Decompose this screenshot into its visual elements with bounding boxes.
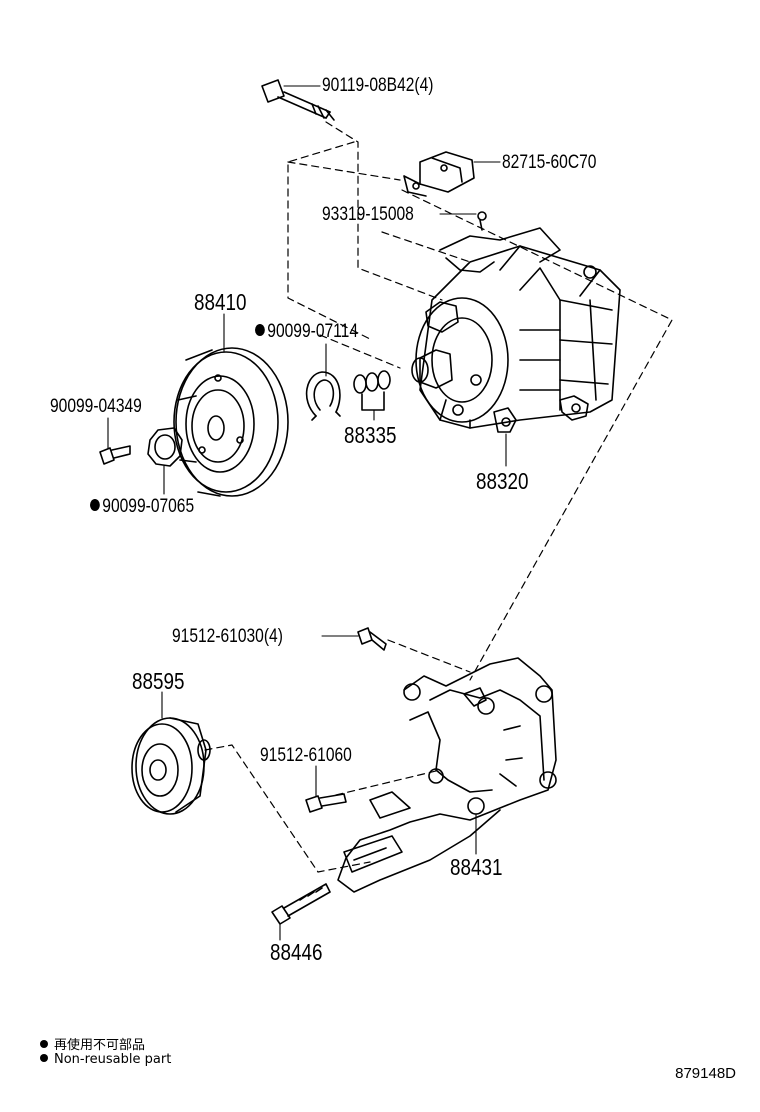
screw-small-drawing <box>477 211 487 231</box>
alignment-lines <box>204 121 673 873</box>
leader-lines <box>107 85 507 941</box>
legend-english-text: Non-reusable part <box>54 1052 172 1067</box>
bracket-main-drawing <box>337 657 557 893</box>
washer-clutch-drawing <box>147 427 183 467</box>
bracket-top-drawing <box>403 151 475 197</box>
bolt-clutch-drawing <box>99 445 131 465</box>
part-label-snap-ring-text: 90099-07114 <box>267 321 358 342</box>
non-reusable-marker <box>255 324 265 336</box>
part-label-bolt-top: 90119-08B42(4) <box>322 75 434 96</box>
part-label-bolt-adjust: 88446 <box>270 939 323 965</box>
diagram-code: 879148D <box>675 1065 736 1082</box>
snap-ring-drawing <box>305 371 341 421</box>
legend-dot-icon <box>40 1040 48 1048</box>
part-label-screw-small: 93319-15008 <box>322 204 414 225</box>
compressor-drawing <box>411 227 621 433</box>
legend-english: Non-reusable part <box>40 1052 171 1067</box>
part-label-compressor: 88320 <box>476 468 529 494</box>
shims-drawing <box>353 370 391 411</box>
part-label-snap-ring: 90099-07114 <box>255 322 358 341</box>
pulley-drawing <box>173 347 289 497</box>
part-label-shims: 88335 <box>344 422 397 448</box>
part-label-pulley: 88410 <box>194 289 247 315</box>
bolt-adjust-drawing <box>271 883 331 925</box>
legend-japanese: 再使用不可部品 <box>40 1034 145 1053</box>
part-label-bracket-main: 88431 <box>450 854 503 880</box>
part-label-bolt-bracket: 91512-61030(4) <box>172 626 283 647</box>
non-reusable-marker <box>90 499 100 511</box>
legend-japanese-text: 再使用不可部品 <box>54 1038 146 1053</box>
part-label-washer-clutch-text: 90099-07065 <box>102 496 195 517</box>
part-label-bolt-idler: 91512-61060 <box>260 745 352 766</box>
part-label-bolt-clutch: 90099-04349 <box>50 396 142 417</box>
bolt-bracket-drawing <box>357 627 387 651</box>
legend-dot-icon <box>40 1054 48 1062</box>
bolt-top-drawing <box>261 79 335 121</box>
part-label-bracket-top: 82715-60C70 <box>502 152 597 173</box>
bolt-idler-drawing <box>305 793 347 813</box>
part-label-idler-pulley: 88595 <box>132 668 185 694</box>
part-label-washer-clutch: 90099-07065 <box>90 497 194 516</box>
idler-pulley-drawing <box>131 717 211 815</box>
